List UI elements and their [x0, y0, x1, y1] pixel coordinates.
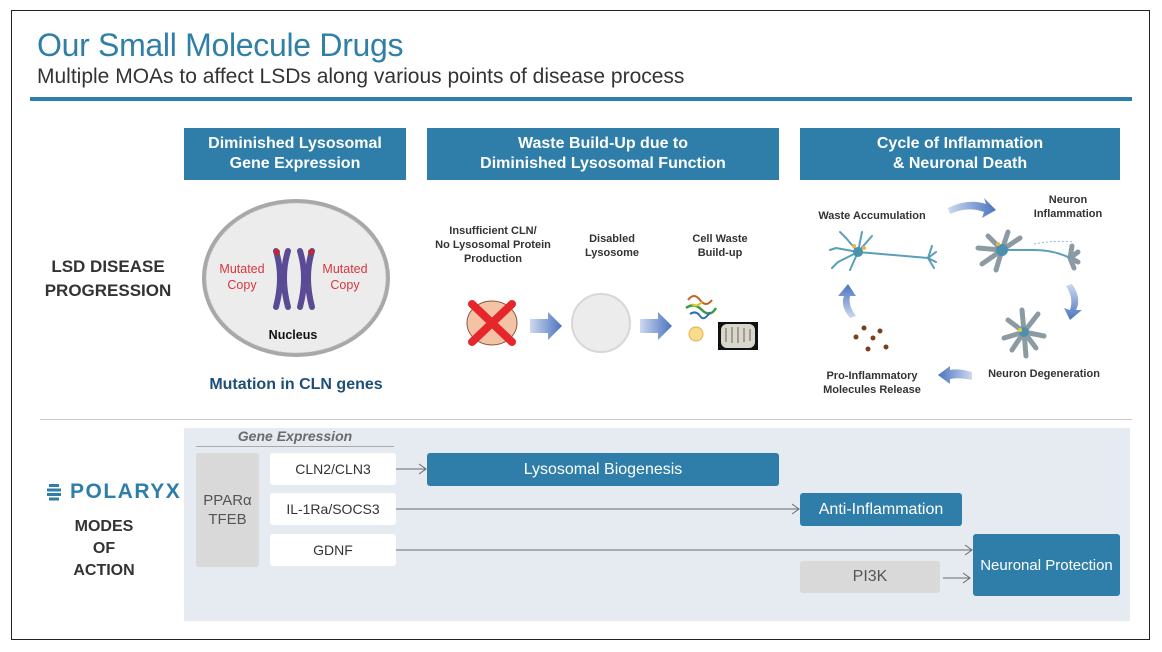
gene-box-il1ra: IL-1Ra/SOCS3: [270, 493, 396, 525]
chromosome-icon: [273, 248, 315, 310]
cycle-arrow-left-icon: [838, 284, 856, 318]
nucleus-label: Nucleus: [268, 328, 318, 342]
outcome-anti-inflammation: Anti-Inflammation: [800, 493, 962, 526]
cell-waste-icon: [685, 295, 758, 350]
nucleus-icon: [202, 199, 390, 357]
mutated-left-line2: Copy: [227, 278, 257, 292]
stage-header-inflammation-cycle: Cycle of Inflammation & Neuronal Death: [800, 128, 1120, 180]
cycle-pro-inflammatory-label: Pro-Inflammatory Molecules Release: [812, 369, 932, 397]
arrow-il1ra-to-anti-inflammation: [396, 503, 800, 515]
cycle-arrow-top-icon: [948, 198, 996, 218]
stage3-header-line1: Cycle of Inflammation: [876, 135, 1044, 152]
arrow-pi3k-to-neuronal-protection: [943, 572, 971, 584]
molecules-icon: [853, 325, 889, 352]
mutated-right-line2: Copy: [330, 278, 360, 292]
arrow-cln-to-lysosomal: [396, 463, 427, 475]
progression-row-label: LSD DISEASE PROGRESSION: [28, 255, 188, 303]
moa-row-label: MODES OF ACTION: [44, 516, 164, 582]
title-underline: [30, 97, 1132, 101]
step-cell-waste-label: Cell Waste Build-up: [680, 232, 760, 260]
stage1-header-line2: Gene Expression: [229, 155, 361, 172]
cycle-arrow-right-icon: [1064, 284, 1082, 320]
moa-label-line3: ACTION: [73, 562, 135, 579]
outcome-lysosomal-biogenesis: Lysosomal Biogenesis: [427, 453, 779, 486]
cycle-neuron-degeneration-label: Neuron Degeneration: [988, 368, 1100, 380]
page-title: Our Small Molecule Drugs: [37, 27, 404, 63]
cycle-waste-accumulation-label: Waste Accumulation: [818, 210, 926, 222]
arrow-right-icon: [640, 312, 672, 340]
moa-label-line2: OF: [92, 540, 116, 557]
neuron-icon: [829, 231, 937, 271]
polaryx-logo-icon: [47, 484, 61, 501]
page-subtitle: Multiple MOAs to affect LSDs along vario…: [37, 65, 685, 88]
mutation-caption: Mutation in CLN genes: [209, 376, 383, 393]
stage3-header-line2: & Neuronal Death: [892, 155, 1028, 172]
moa-label-line1: MODES: [74, 518, 134, 535]
regulator-tfeb: TFEB: [208, 511, 247, 528]
progression-label-line2: PROGRESSION: [44, 281, 172, 300]
degenerated-neuron-icon: [1001, 307, 1047, 359]
stage-header-waste-buildup: Waste Build-Up due to Diminished Lysosoma…: [427, 128, 779, 180]
pro-inflammatory-line2: Molecules Release: [823, 384, 921, 396]
arrow-gdnf-to-neuronal-protection: [396, 544, 973, 556]
arrow-right-icon: [530, 312, 562, 340]
step-insufficient-cln-label: Insufficient CLN/ No Lysosomal Protein P…: [425, 224, 561, 266]
stage2-header-line1: Waste Build-Up due to: [517, 135, 689, 152]
step1-line2: No Lysosomal Protein: [435, 239, 551, 251]
stage2-header-line2: Diminished Lysosomal Function: [480, 155, 726, 172]
step-disabled-lysosome-label: Disabled Lysosome: [572, 232, 652, 260]
crossed-cell-icon: [466, 300, 518, 346]
step2-line1: Disabled: [589, 233, 635, 245]
outcome-neuronal-protection: Neuronal Protection: [973, 534, 1120, 596]
protein-structure-icon: [685, 295, 718, 320]
gene-box-gdnf: GDNF: [270, 534, 396, 566]
stage1-header-line1: Diminished Lysosomal: [208, 135, 382, 152]
mutated-right-line1: Mutated: [322, 262, 368, 276]
gene-expression-rule: [196, 446, 394, 447]
step1-line3: Production: [463, 253, 523, 265]
section-divider: [40, 419, 1132, 420]
step3-line2: Build-up: [697, 247, 743, 259]
pathway-box-pi3k: PI3K: [800, 561, 940, 593]
gene-box-cln: CLN2/CLN3: [270, 453, 396, 485]
step2-line2: Lysosome: [584, 247, 639, 259]
cycle-neuron-inflammation-label: Neuron Inflammation: [1022, 193, 1114, 221]
step3-line1: Cell Waste: [692, 233, 748, 245]
progression-label-line1: LSD DISEASE: [51, 257, 165, 276]
cycle-arrow-bottom-icon: [938, 366, 972, 384]
mutated-left-line1: Mutated: [219, 262, 265, 276]
step1-line1: Insufficient CLN/: [449, 225, 537, 237]
inflamed-neuron-icon: [975, 229, 1081, 273]
lysosome-icon: [571, 293, 631, 353]
inflammation-line2: Inflammation: [1033, 208, 1103, 220]
inflammation-line1: Neuron: [1048, 194, 1088, 206]
polaryx-logo-text: POLARYX: [70, 480, 182, 503]
pro-inflammatory-line1: Pro-Inflammatory: [826, 370, 918, 382]
gene-expression-label: Gene Expression: [237, 428, 353, 444]
regulator-ppara: PPARα: [203, 492, 252, 509]
